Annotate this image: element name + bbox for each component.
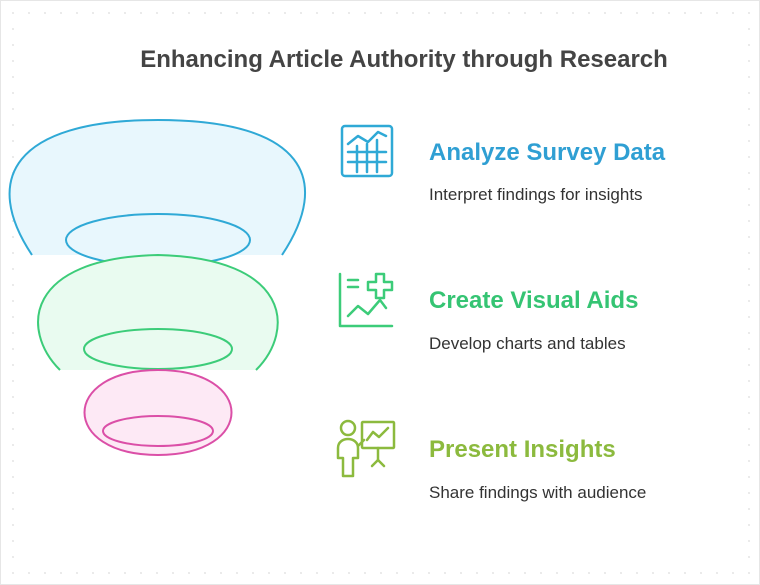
chart-table-icon — [340, 124, 394, 178]
funnel-diagram — [8, 118, 306, 457]
step-description-analyze: Interpret findings for insights — [429, 185, 643, 204]
step-description-present: Share findings with audience — [429, 483, 647, 502]
graph-plus-icon — [338, 272, 394, 328]
step-heading-analyze: Analyze Survey Data — [429, 139, 666, 166]
step-heading-visual-aids: Create Visual Aids — [429, 287, 639, 314]
ring-visual-aids — [37, 253, 279, 371]
page-title: Enhancing Article Authority through Rese… — [140, 46, 668, 73]
presenter-icon — [336, 419, 396, 478]
step-heading-present: Present Insights — [429, 436, 616, 463]
step-description-visual-aids: Develop charts and tables — [429, 334, 626, 353]
ring-present — [83, 368, 233, 457]
ring-analyze — [8, 118, 306, 267]
